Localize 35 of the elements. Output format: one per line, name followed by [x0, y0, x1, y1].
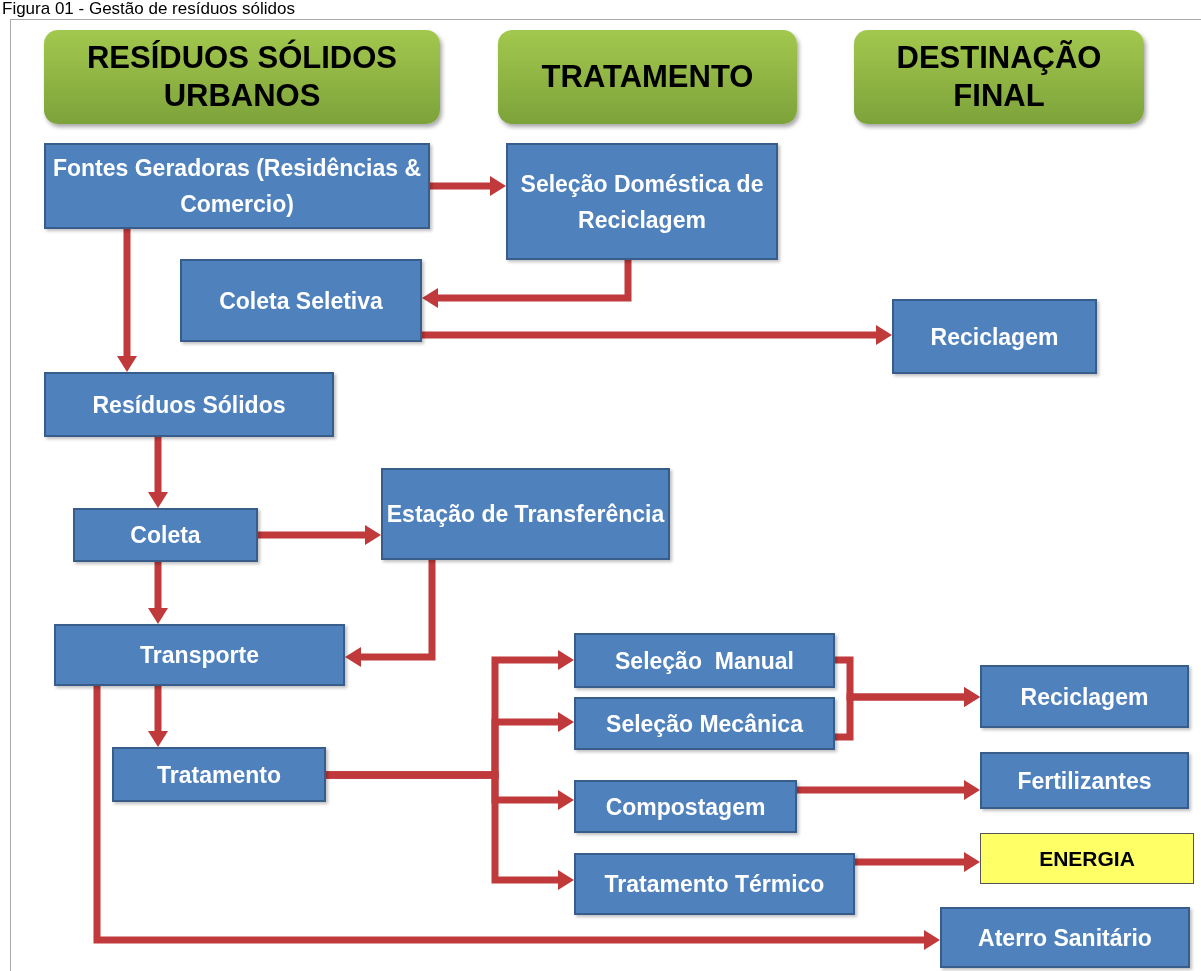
- arrow: [148, 686, 168, 747]
- process-box: Seleção Mecânica: [574, 697, 835, 750]
- arrow: [797, 780, 980, 800]
- arrow: [148, 562, 168, 624]
- arrow: [430, 176, 506, 196]
- arrow: [345, 560, 436, 667]
- process-box: Tratamento: [112, 747, 326, 802]
- arrow: [148, 437, 168, 508]
- process-box: Tratamento Térmico: [574, 853, 855, 915]
- process-box: Estação de Transferência: [381, 468, 670, 560]
- process-box: Seleção Doméstica de Reciclagem: [506, 143, 778, 260]
- process-box: Coleta: [73, 508, 258, 562]
- arrow: [258, 525, 381, 545]
- arrow: [835, 687, 980, 741]
- process-box: Reciclagem: [892, 299, 1097, 374]
- column-header: TRATAMENTO: [498, 30, 797, 124]
- process-box: Fertilizantes: [980, 752, 1189, 809]
- process-box: Seleção Manual: [574, 633, 835, 688]
- arrow: [855, 852, 980, 872]
- process-box: Reciclagem: [980, 665, 1189, 728]
- highlight-box: ENERGIA: [980, 833, 1194, 884]
- column-header: DESTINAÇÃO FINAL: [854, 30, 1144, 124]
- process-box: Coleta Seletiva: [180, 259, 422, 342]
- arrow: [422, 260, 632, 308]
- process-box: Fontes Geradoras (Residências & Comercio): [44, 143, 430, 229]
- arrow: [326, 771, 574, 890]
- arrow: [93, 686, 940, 950]
- process-box: Aterro Sanitário: [940, 907, 1190, 968]
- arrow: [422, 325, 892, 345]
- process-box: Compostagem: [574, 780, 797, 833]
- arrow: [117, 229, 137, 372]
- process-box: Resíduos Sólidos: [44, 372, 334, 437]
- figure-title: Figura 01 - Gestão de resíduos sólidos: [2, 0, 295, 18]
- process-box: Transporte: [54, 624, 345, 686]
- column-header: RESÍDUOS SÓLIDOS URBANOS: [44, 30, 440, 124]
